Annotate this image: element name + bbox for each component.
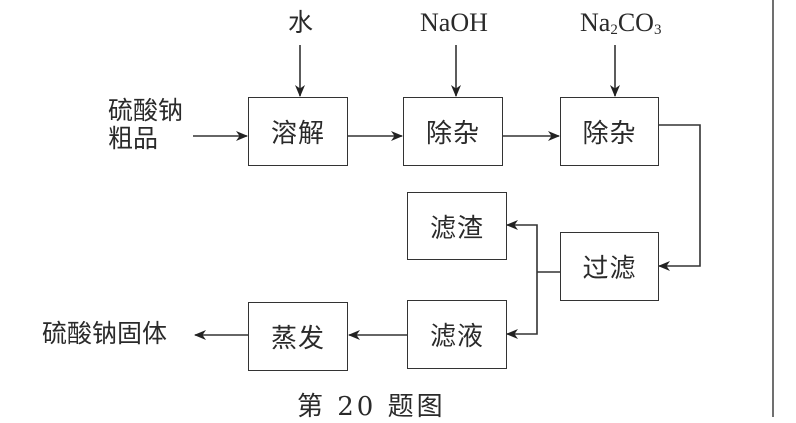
step-evaporate-label: 蒸发	[270, 324, 325, 354]
step-remove-impurity-2-box: 除杂	[560, 97, 659, 166]
step-filtrate-label: 滤液	[429, 322, 484, 352]
na2co3-sub-2: 2	[610, 22, 618, 38]
step-evaporate-box: 蒸发	[248, 302, 348, 371]
step-filter-box: 过滤	[560, 232, 659, 301]
na2co3-co: CO	[617, 8, 654, 37]
step-remove-impurity-1-label: 除杂	[425, 119, 480, 149]
step-dissolve-box: 溶解	[248, 97, 348, 166]
raw-material-line-1: 硫酸钠	[108, 96, 184, 125]
water-label: 水	[288, 8, 314, 37]
na2co3-sub-3: 3	[653, 22, 662, 38]
step-residue-box: 滤渣	[407, 192, 507, 260]
arrow-filter-to-residue	[506, 220, 538, 272]
figure-caption: 第 20 题图	[297, 392, 446, 422]
step-residue-label: 滤渣	[429, 213, 484, 244]
arrow-filter-to-filtrate	[506, 272, 538, 339]
arrow-remove2-to-filter	[658, 124, 701, 271]
na2co3-na: Na	[580, 8, 611, 37]
raw-material-line-2: 粗品	[108, 123, 159, 153]
output-label: 硫酸钠固体	[42, 319, 168, 348]
step-filtrate-box: 滤液	[407, 300, 507, 369]
naoh-label: NaOH	[420, 8, 488, 37]
step-remove-impurity-1-box: 除杂	[403, 97, 503, 166]
step-dissolve-label: 溶解	[270, 119, 325, 149]
step-filter-label: 过滤	[582, 254, 637, 284]
raw-material-label: 硫酸钠 粗品	[108, 97, 183, 152]
na2co3-label: Na2CO3	[580, 8, 662, 39]
step-remove-impurity-2-label: 除杂	[582, 119, 637, 149]
